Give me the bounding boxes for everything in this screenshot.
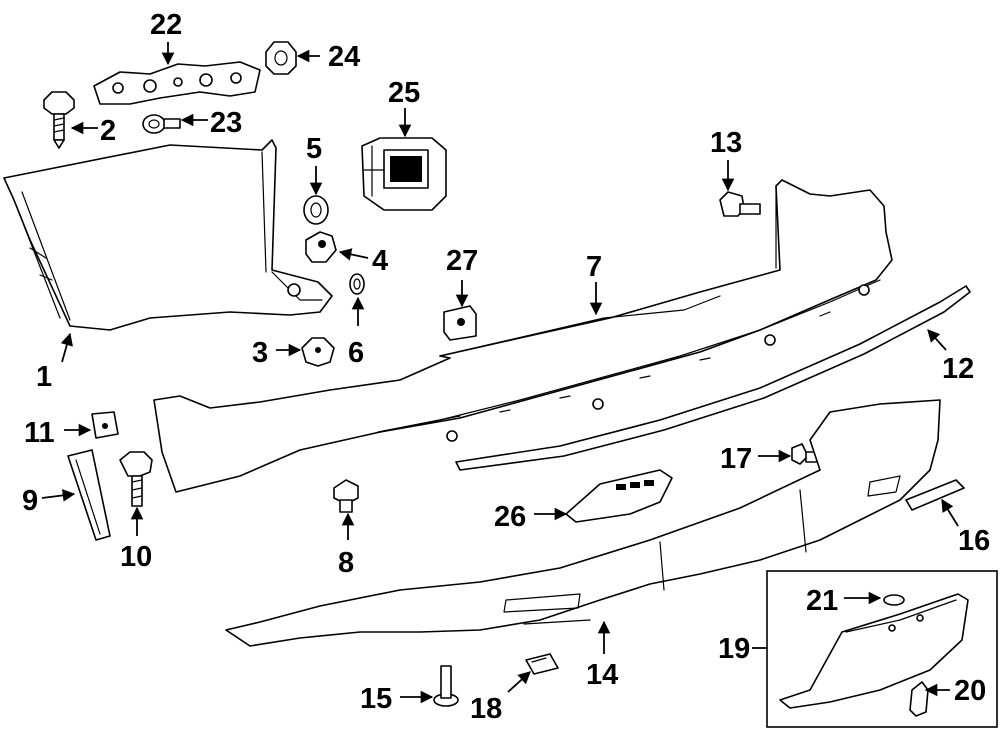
part-1-side-panel	[3, 139, 333, 331]
part-2-bolt	[43, 91, 75, 149]
part-13-bolt	[719, 191, 761, 217]
callout-16: 16	[958, 525, 990, 557]
callout-2: 2	[100, 115, 116, 147]
part-12-molding	[455, 285, 971, 471]
callout-27: 27	[446, 245, 478, 277]
callout-12: 12	[942, 353, 974, 385]
leader-lines	[41, 42, 959, 704]
part-11-clip	[91, 411, 119, 439]
part-6-washer	[349, 273, 365, 295]
callout-20: 20	[954, 675, 986, 707]
part-27-bracket	[443, 305, 477, 341]
part-23-pin	[142, 114, 181, 134]
part-19-inset-box	[766, 570, 998, 728]
callout-9: 9	[22, 485, 38, 517]
callout-10: 10	[120, 541, 152, 573]
callout-4: 4	[372, 245, 388, 277]
callout-labels: 22 24 2 23 25 5 4 6 3 1 27 7 13 12 11 9 …	[22, 9, 990, 725]
part-22-bracket	[93, 61, 261, 105]
part-16-reflector	[905, 479, 965, 511]
part-4-clip	[305, 231, 337, 263]
part-9-bracket	[67, 449, 111, 541]
callout-15: 15	[360, 683, 392, 715]
callout-26: 26	[494, 501, 526, 533]
callout-11: 11	[24, 417, 55, 449]
callout-17: 17	[720, 443, 752, 475]
part-5-grommet	[303, 195, 329, 225]
callout-1: 1	[36, 361, 52, 393]
part-14-valance	[225, 399, 941, 647]
callout-5: 5	[306, 133, 322, 165]
callout-18: 18	[470, 693, 502, 725]
part-18-clip	[525, 653, 559, 675]
part-25-module	[361, 137, 447, 211]
part-15-pin	[433, 665, 459, 707]
callout-19: 19	[718, 633, 750, 665]
callout-13: 13	[710, 127, 742, 159]
part-26-bezel	[565, 469, 673, 523]
part-24-nut	[265, 41, 297, 75]
callout-22: 22	[150, 9, 182, 41]
callout-14: 14	[586, 659, 618, 691]
callout-24: 24	[328, 41, 360, 73]
part-7-bumper-cover	[153, 179, 893, 493]
part-3-nut	[301, 337, 335, 367]
callout-25: 25	[388, 77, 420, 109]
callout-21: 21	[806, 585, 838, 617]
callout-3: 3	[252, 337, 268, 369]
part-10-screw	[119, 451, 153, 507]
callout-23: 23	[210, 107, 242, 139]
callout-7: 7	[586, 251, 602, 283]
callout-8: 8	[338, 547, 354, 579]
part-8-bolt	[333, 479, 359, 513]
callout-6: 6	[348, 337, 364, 369]
